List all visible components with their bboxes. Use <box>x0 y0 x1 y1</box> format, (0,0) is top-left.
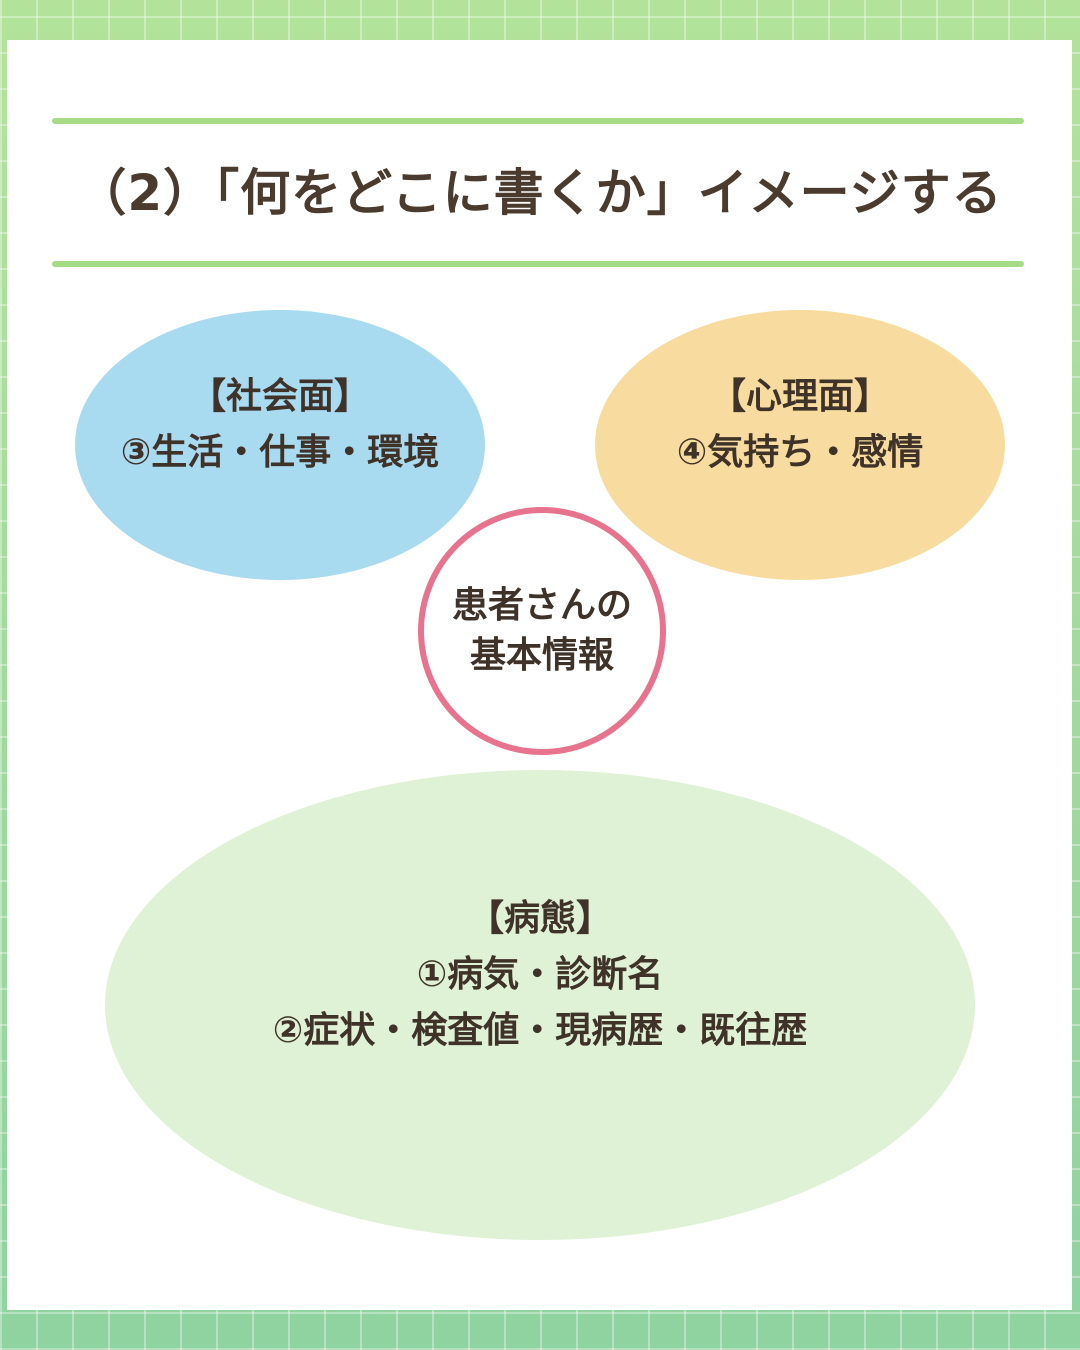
disease-state-label: 【病態】 <box>467 898 612 939</box>
patient-basic-info-circle: 患者さんの 基本情報 <box>418 507 666 755</box>
social-aspect-item: ③生活・仕事・環境 <box>120 432 440 473</box>
title-top-rule <box>52 118 1024 124</box>
page-title: （2）「何をどこに書くか」イメージする <box>76 164 1003 222</box>
center-line-2: 基本情報 <box>469 635 614 676</box>
content-card: （2）「何をどこに書くか」イメージする 【社会面】 ③生活・仕事・環境 【心理面… <box>7 40 1072 1310</box>
title-bottom-rule <box>52 261 1024 267</box>
social-aspect-ellipse: 【社会面】 ③生活・仕事・環境 <box>75 310 485 580</box>
disease-state-text: 【病態】 ①病気・診断名 ②症状・検査値・現病歴・既往歴 <box>273 891 807 1059</box>
psychological-aspect-label: 【心理面】 <box>709 376 890 417</box>
disease-state-item-1: ①病気・診断名 <box>416 954 664 995</box>
psychological-aspect-item: ④気持ち・感情 <box>676 432 924 473</box>
social-aspect-text: 【社会面】 ③生活・仕事・環境 <box>121 369 439 481</box>
psychological-aspect-text: 【心理面】 ④気持ち・感情 <box>677 369 923 481</box>
disease-state-ellipse: 【病態】 ①病気・診断名 ②症状・検査値・現病歴・既往歴 <box>105 770 975 1240</box>
psychological-aspect-ellipse: 【心理面】 ④気持ち・感情 <box>595 310 1005 580</box>
center-line-1: 患者さんの <box>451 585 632 626</box>
social-aspect-label: 【社会面】 <box>189 376 370 417</box>
disease-state-item-2: ②症状・検査値・現病歴・既往歴 <box>272 1010 808 1051</box>
